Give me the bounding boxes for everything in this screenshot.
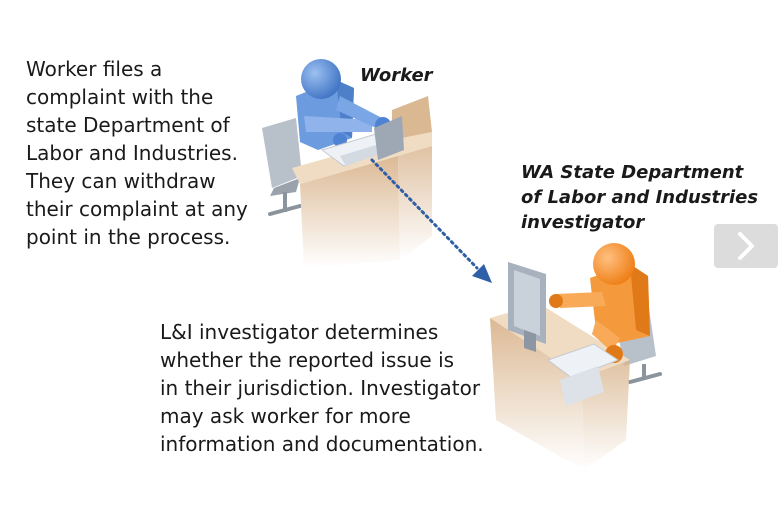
step-2-line: whether the reported issue is	[160, 348, 455, 372]
step-1-description: Worker files a complaint with the state …	[26, 55, 248, 251]
step-1-line: complaint with the	[26, 85, 214, 109]
step-2-line: L&I investigator determines	[160, 320, 439, 344]
worker-label-text: Worker	[360, 65, 433, 86]
investigator-label-line: of Labor and Industries	[521, 187, 759, 208]
worker-label: Worker	[360, 63, 433, 88]
step-1-line: state Department of	[26, 113, 230, 137]
step-1-line: They can withdraw	[26, 169, 216, 193]
step-2-line: information and documentation.	[160, 432, 484, 456]
step-1-line: Labor and Industries.	[26, 141, 238, 165]
investigator-label-line: WA State Department	[521, 162, 744, 183]
investigator-label-line: investigator	[521, 212, 645, 233]
step-1-line: their complaint at any	[26, 197, 248, 221]
step-2-line: in their jurisdiction. Investigator	[160, 376, 481, 400]
step-1-line: Worker files a	[26, 57, 163, 81]
investigator-label: WA State Department of Labor and Industr…	[521, 160, 758, 235]
worker-at-desk-icon	[262, 59, 432, 268]
next-button[interactable]	[714, 224, 778, 268]
step-2-line: may ask worker for more	[160, 404, 411, 428]
step-2-description: L&I investigator determines whether the …	[160, 318, 484, 458]
step-1-line: point in the process.	[26, 225, 231, 249]
chevron-right-icon	[738, 232, 754, 260]
dotted-arrow-icon	[370, 158, 492, 283]
investigator-at-desk-icon	[490, 243, 662, 470]
